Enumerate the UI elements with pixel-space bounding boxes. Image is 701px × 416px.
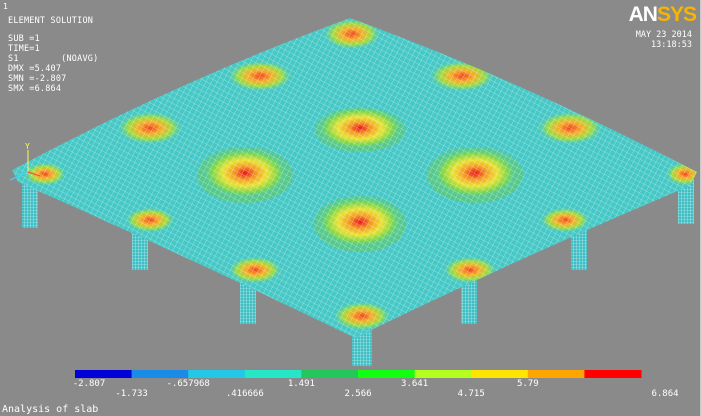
legend-swatch: [527, 370, 585, 378]
legend-swatch: [301, 370, 359, 378]
legend-swatch: [188, 370, 246, 378]
legend-value: 6.864: [651, 389, 679, 399]
info-line: S1 (NOAVG): [8, 54, 99, 64]
svg-text:Y: Y: [25, 142, 30, 151]
slab-surface: [12, 18, 697, 338]
legend-value: -1.733: [115, 389, 148, 399]
info-line: DMX =5.407: [8, 64, 62, 74]
date-text: MAY 23 2014: [635, 30, 692, 40]
legend-swatch: [131, 370, 189, 378]
time-text: 13:18:53: [651, 40, 692, 50]
legend-value: 3.641: [401, 379, 429, 389]
legend-value: 1.491: [287, 379, 315, 389]
legend-swatch: [244, 370, 302, 378]
logo-prefix: AN: [628, 3, 658, 26]
analysis-title: Analysis of slab: [2, 404, 99, 415]
legend-value: 4.715: [457, 389, 485, 399]
info-line: TIME=1: [8, 44, 40, 54]
info-line: SMX =6.864: [8, 84, 62, 94]
info-line: SUB =1: [8, 34, 40, 44]
legend-swatch: [358, 370, 416, 378]
legend-value: 5.79: [516, 379, 539, 389]
legend-value: .416666: [225, 389, 264, 399]
legend-swatch: [75, 370, 133, 378]
legend-value: -.657968: [166, 379, 210, 389]
legend-swatch: [584, 370, 642, 378]
info-line: ELEMENT SOLUTION: [8, 16, 94, 26]
contour-legend-bar: [75, 370, 642, 378]
ansys-logo: ANSYS: [628, 3, 697, 26]
legend-value: -2.807: [72, 379, 106, 389]
logo-suffix: SYS: [656, 3, 697, 26]
legend-swatch: [414, 370, 472, 378]
legend-swatch: [471, 370, 529, 378]
axis-triad: Y: [9, 142, 41, 181]
info-line: SMN =-2.807: [8, 74, 67, 84]
legend-value: 2.566: [344, 389, 372, 399]
window-number: 1: [3, 2, 8, 11]
